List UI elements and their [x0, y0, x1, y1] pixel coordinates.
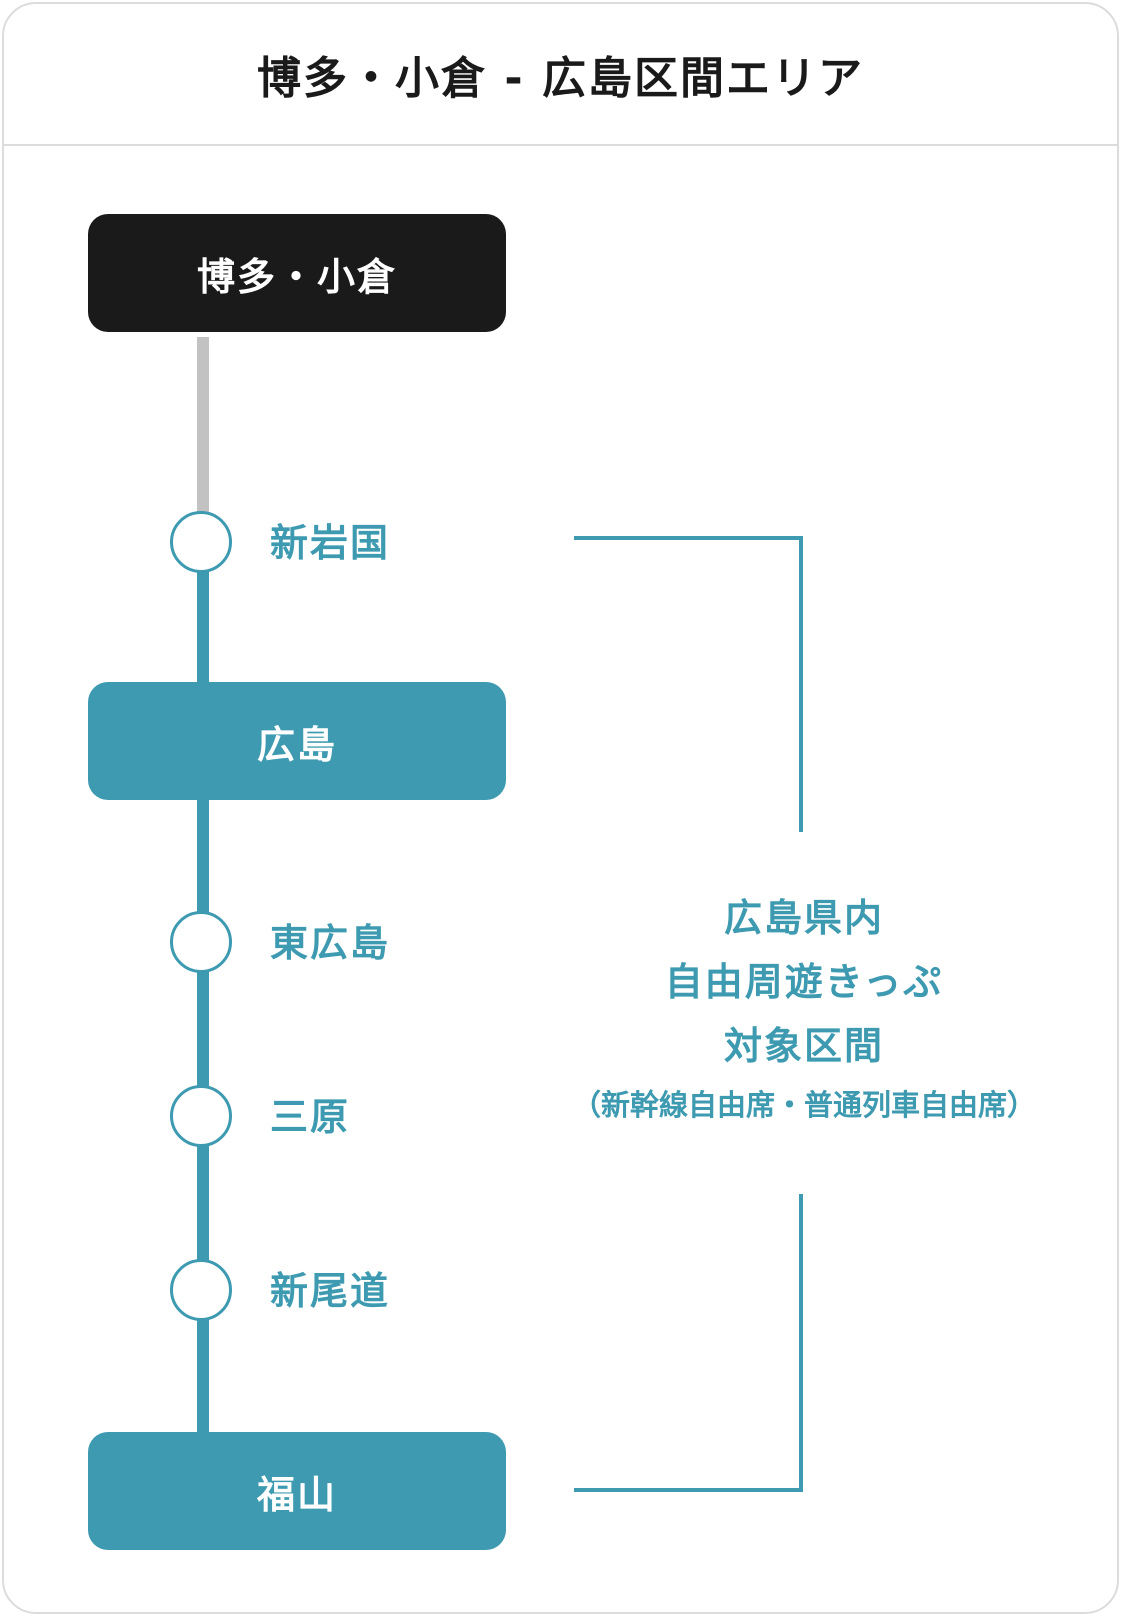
area-line-1: 広島県内	[723, 896, 884, 940]
area-line-2: 自由周遊きっぷ	[664, 960, 944, 1004]
stop-marker-higashi-hiroshima	[170, 911, 232, 973]
stop-marker-shin-iwakuni	[170, 511, 232, 573]
area-description: 広島県内 自由周遊きっぷ 対象区間 （新幹線自由席・普通列車自由席）	[544, 886, 1064, 1128]
route-line-outside	[197, 337, 209, 542]
stop-label-shin-iwakuni: 新岩国	[270, 521, 391, 565]
stop-label-higashi-hiroshima: 東広島	[270, 921, 391, 965]
stop-label-mihara: 三原	[270, 1095, 351, 1139]
stop-marker-shin-onomichi	[170, 1259, 232, 1321]
area-bracket-top	[574, 536, 803, 832]
station-box-hiroshima: 広島	[88, 682, 506, 800]
station-box-hakata-kokura: 博多・小倉	[88, 214, 506, 332]
card-header: 博多・小倉 - 広島区間エリア	[4, 4, 1117, 146]
area-bracket-bottom	[574, 1194, 803, 1492]
station-label-hiroshima: 広島	[256, 722, 337, 767]
page-title: 博多・小倉 - 広島区間エリア	[257, 53, 864, 104]
station-box-fukuyama: 福山	[88, 1432, 506, 1550]
area-bracket	[574, 536, 803, 1492]
station-label-hakata-kokura: 博多・小倉	[196, 254, 397, 299]
area-note: （新幹線自由席・普通列車自由席）	[571, 1088, 1036, 1122]
stop-marker-mihara	[170, 1085, 232, 1147]
station-label-fukuyama: 福山	[256, 1472, 337, 1517]
area-line-3: 対象区間	[723, 1024, 884, 1068]
stop-label-shin-onomichi: 新尾道	[270, 1269, 391, 1313]
